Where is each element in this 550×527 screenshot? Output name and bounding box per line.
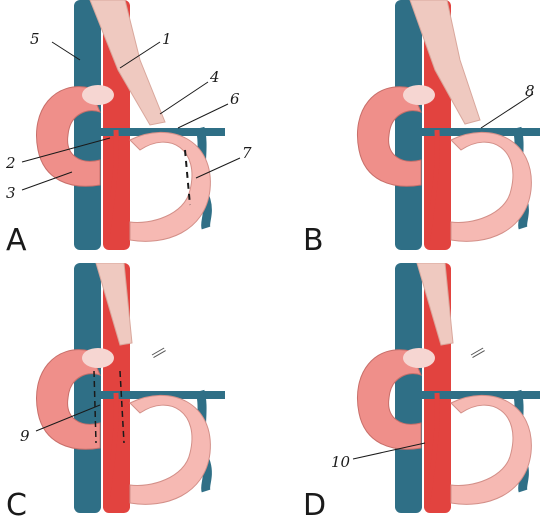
jejunum xyxy=(129,131,211,242)
callout-2: 2 xyxy=(6,154,16,172)
panel-a: 5 1 4 6 7 2 3 A xyxy=(0,0,275,263)
inferior-vena-cava xyxy=(74,263,101,513)
inferior-vena-cava xyxy=(74,0,101,250)
inferior-vena-cava xyxy=(395,0,422,250)
dissection-line-left xyxy=(93,370,97,444)
duodenal-bulb xyxy=(403,85,435,105)
callout-5: 5 xyxy=(30,30,40,48)
duodenal-bulb xyxy=(82,85,114,105)
callout-8: 8 xyxy=(525,82,535,100)
callout-7: 7 xyxy=(242,144,252,162)
superior-mesenteric-artery xyxy=(103,129,119,246)
panel-c: 9 C xyxy=(0,263,275,526)
callout-6: 6 xyxy=(230,90,240,108)
callout-3: 3 xyxy=(6,184,16,202)
panel-letter-d: D xyxy=(303,488,327,523)
panel-b: 8 B xyxy=(275,0,550,263)
jejunum xyxy=(450,394,532,505)
panel-d: 10 D xyxy=(275,263,550,526)
jejunum xyxy=(450,131,532,242)
panel-c-drawing xyxy=(35,263,225,513)
superior-mesenteric-artery xyxy=(424,392,440,509)
callout-1: 1 xyxy=(162,30,172,48)
panel-d-drawing xyxy=(352,263,540,513)
panel-letter-b: B xyxy=(303,223,324,258)
ligament-of-treitz xyxy=(89,0,166,126)
jejunum xyxy=(129,394,211,505)
superior-mesenteric-artery xyxy=(103,392,119,509)
duodenal-bulb xyxy=(403,348,435,368)
callout-4: 4 xyxy=(210,68,220,86)
duodenum xyxy=(357,86,422,187)
scissors-icon xyxy=(151,347,166,359)
panel-letter-c: C xyxy=(6,488,27,523)
duodenal-bulb xyxy=(82,348,114,368)
superior-mesenteric-artery xyxy=(424,129,440,246)
scissors-icon xyxy=(470,347,485,359)
ligament-stump xyxy=(416,263,454,346)
callout-10: 10 xyxy=(331,453,351,471)
duodenum xyxy=(357,349,422,450)
dissection-line-right xyxy=(119,370,125,444)
ligament-of-treitz xyxy=(409,0,481,125)
panel-letter-a: A xyxy=(6,223,27,258)
resection-line xyxy=(184,149,191,206)
panel-a-drawing xyxy=(21,0,241,250)
ligament-stump xyxy=(95,263,133,346)
inferior-vena-cava xyxy=(395,263,422,513)
duodenum xyxy=(36,86,101,187)
panel-b-drawing xyxy=(357,0,540,250)
callout-9: 9 xyxy=(20,427,30,445)
